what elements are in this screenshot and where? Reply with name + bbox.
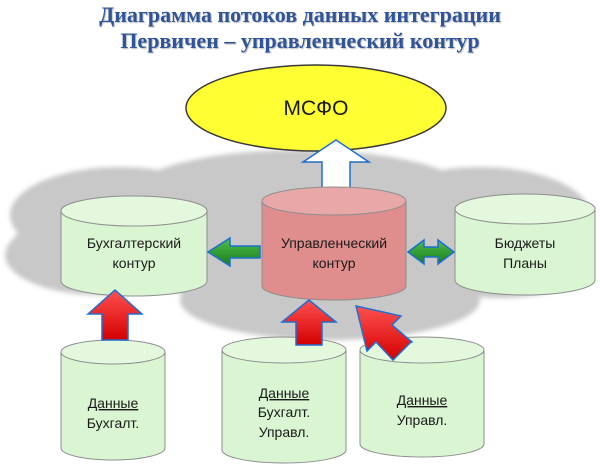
title-line-2: Первичен – управленческий контур: [120, 28, 480, 53]
management-cylinder: Управленческий контур: [261, 186, 407, 301]
data-management-label-1: Данные: [397, 392, 448, 408]
arrow-data-mgmt-to-management: [354, 305, 414, 362]
arrow-to-msfo: [300, 139, 372, 191]
data-management-label-2: Управл.: [397, 412, 448, 428]
arrow-data-acc-to-accounting: [86, 288, 144, 341]
arrow-management-to-accounting: [206, 236, 261, 268]
accounting-label-2: контур: [113, 255, 156, 271]
budgets-label-2: Планы: [503, 255, 547, 271]
budgets-label-1: Бюджеты: [495, 235, 556, 251]
accounting-label-1: Бухгалтерский: [87, 235, 181, 251]
management-label-1: Управленческий: [281, 235, 387, 251]
accounting-cylinder: Бухгалтерский контур: [60, 195, 208, 297]
title-line-1: Диаграмма потоков данных интеграции: [99, 2, 501, 27]
arrow-data-both-to-management: [279, 299, 339, 346]
data-both-label-1: Данные: [259, 385, 310, 401]
data-both-label-3: Управл.: [259, 424, 310, 440]
management-label-2: контур: [313, 255, 356, 271]
diagram-title: Диаграмма потоков данных интеграции Перв…: [0, 2, 600, 54]
data-both-label-2: Бухгалт.: [258, 404, 310, 420]
data-accounting-cylinder: Данные Бухгалт.: [60, 339, 166, 461]
budgets-cylinder: Бюджеты Планы: [454, 193, 596, 296]
msfo-label: МСФО: [284, 97, 349, 120]
msfo-node: МСФО: [185, 64, 447, 152]
data-management-cylinder: Данные Управл.: [359, 336, 485, 458]
arrow-management-budgets: [406, 238, 456, 266]
data-accounting-label-1: Данные: [88, 395, 139, 411]
data-accounting-label-2: Бухгалт.: [87, 415, 139, 431]
data-both-cylinder: Данные Бухгалт. Управл.: [221, 336, 347, 464]
